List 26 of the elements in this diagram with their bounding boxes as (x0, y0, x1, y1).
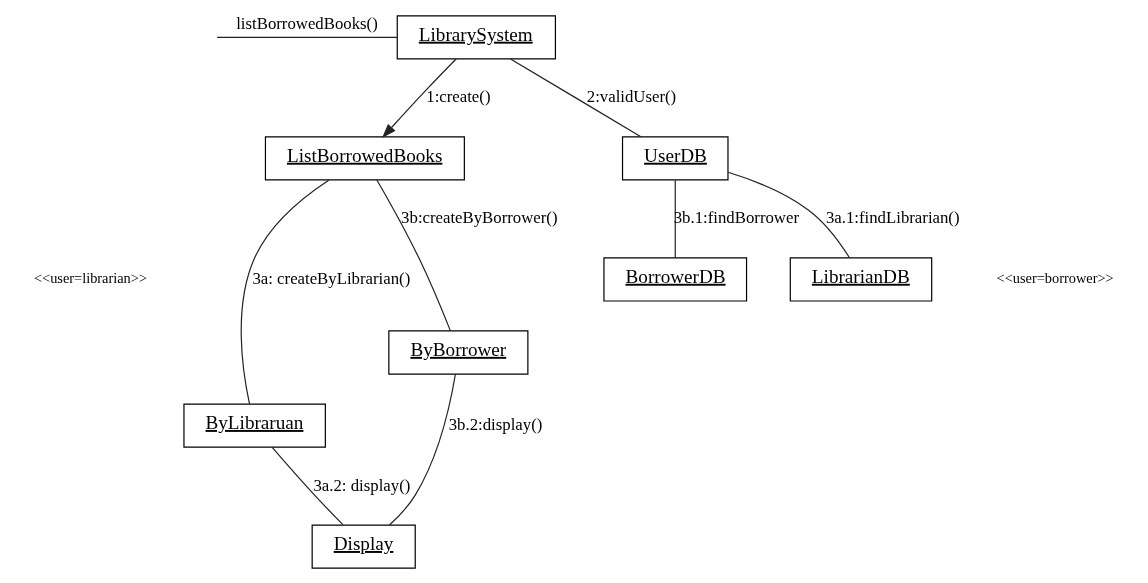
connector (216, 36, 398, 38)
connector (376, 178, 451, 331)
edge-label: 3b:createByBorrower() (401, 207, 558, 227)
edge-label: 2:validUser() (586, 86, 677, 106)
label: <<user=borrower>> (996, 269, 1114, 286)
node-box: ByBorrower (388, 329, 529, 375)
connector (509, 57, 642, 137)
connector (388, 373, 456, 526)
edge-label: listBorrowedBooks() (236, 13, 378, 33)
edge-label: 3a.1:findLibrarian() (825, 207, 960, 227)
arrow (382, 57, 457, 138)
connector (240, 179, 330, 404)
node-box: ByLibraruan (183, 402, 326, 448)
edge-label: 1:create() (426, 86, 491, 106)
node-box: Display (311, 523, 416, 569)
edge-label: 3a: createByLibrarian() (252, 268, 411, 288)
node-box: LibrarianDB (789, 256, 933, 302)
node-box: ListBorrowedBooks (264, 135, 465, 181)
edge-label: 3b.2:display() (448, 414, 543, 434)
node-box: UserDB (621, 135, 729, 181)
node-box: BorrowerDB (603, 256, 748, 302)
label: <<user=librarian>> (33, 269, 148, 286)
connector (271, 446, 344, 525)
node-box: LibrarySystem (396, 14, 557, 60)
edge-label: 3a.2: display() (313, 475, 411, 495)
connector (674, 179, 676, 258)
